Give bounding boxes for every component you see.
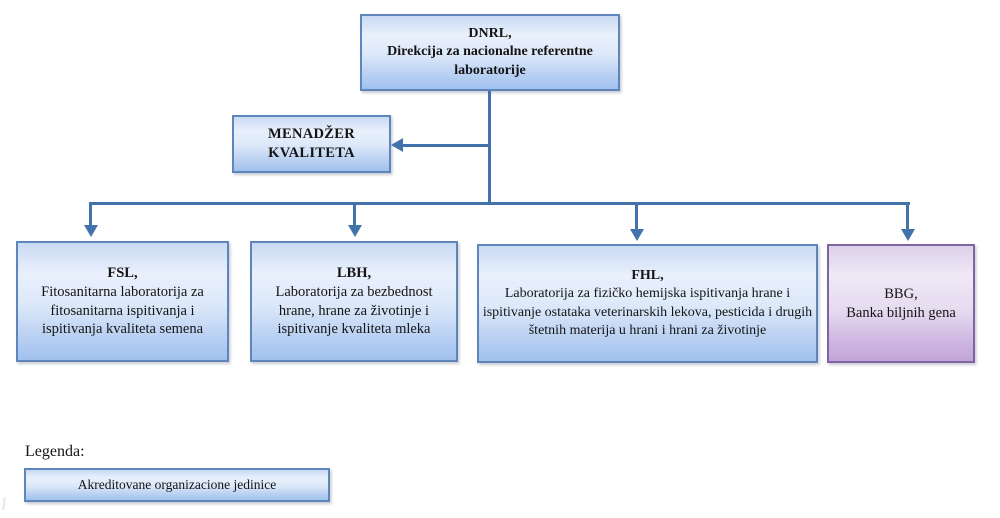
arrowhead-down-fsl-icon [84,225,98,237]
connector-horizontal-bar [89,202,910,205]
arrowhead-left-quality-manager-icon [391,138,403,152]
arrowhead-down-bbg-icon [901,229,915,241]
arrowhead-down-fhl-icon [630,229,644,241]
org-box-bbg-abbr: BBG, [884,285,918,302]
connector-drop-bbg [906,202,909,231]
org-box-bbg-name: Banka biljnih gena [846,304,956,321]
connector-to-quality-manager [402,144,490,147]
legend-title: Legenda: [25,443,85,460]
org-box-quality-manager-label: MENADŽER KVALITETA [268,126,355,161]
org-box-quality-manager: MENADŽER KVALITETA [232,115,391,173]
org-box-fhl-name: Laboratorija za fizičko hemijska ispitiv… [482,286,813,338]
connector-drop-lbh [353,202,356,227]
org-box-lbh-name: Laboratorija za bezbednost hrane, hrane … [275,283,433,338]
arrowhead-down-lbh-icon [348,225,362,237]
org-box-lbh-abbr: LBH, [336,264,372,281]
org-box-fsl-abbr: FSL, [107,264,138,281]
legend-accredited-box: Akreditovane organizacione jedinice [24,468,330,502]
connector-drop-fhl [635,202,638,231]
org-box-lbh: LBH, Laboratorija za bezbednost hrane, h… [250,241,458,362]
org-box-fsl: FSL, Fitosanitarna laboratorija za fitos… [16,241,229,362]
org-box-fhl: FHL, Laboratorija za fizičko hemijska is… [477,244,818,363]
connector-drop-fsl [89,202,92,227]
org-box-dnrl-abbr: DNRL, [468,26,512,42]
org-box-fsl-name: Fitosanitarna laboratorija za fitosanita… [41,283,204,338]
org-box-fhl-abbr: FHL, [631,268,664,284]
connector-root-vertical [488,91,491,204]
org-box-dnrl-name: Direkcija za nacionalne referentne labor… [387,44,593,78]
scan-artifact-mark [2,496,6,511]
org-box-bbg: BBG, Banka biljnih gena [827,244,975,363]
legend-accredited-label: Akreditovane organizacione jedinice [77,477,277,493]
org-box-dnrl: DNRL, Direkcija za nacionalne referentne… [360,14,620,91]
